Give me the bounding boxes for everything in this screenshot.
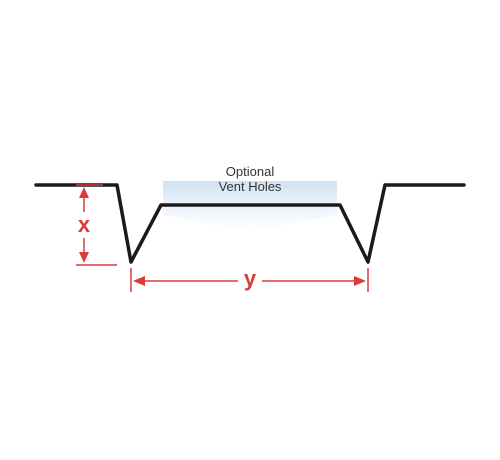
dimension-y bbox=[130, 268, 369, 292]
dimension-y-arrow-left bbox=[133, 276, 145, 286]
vent-label-line1: Optional bbox=[226, 164, 275, 179]
dimension-x-arrow-up bbox=[79, 187, 89, 198]
dimension-y-arrow-right bbox=[354, 276, 366, 286]
dimension-y-label: y bbox=[244, 266, 257, 291]
dimension-x-arrow-down bbox=[79, 252, 89, 263]
dimension-x-label: x bbox=[78, 212, 91, 237]
dimension-x bbox=[76, 184, 117, 266]
vent-label-line2: Vent Holes bbox=[219, 179, 282, 194]
trim-profile-outline bbox=[34, 183, 466, 264]
